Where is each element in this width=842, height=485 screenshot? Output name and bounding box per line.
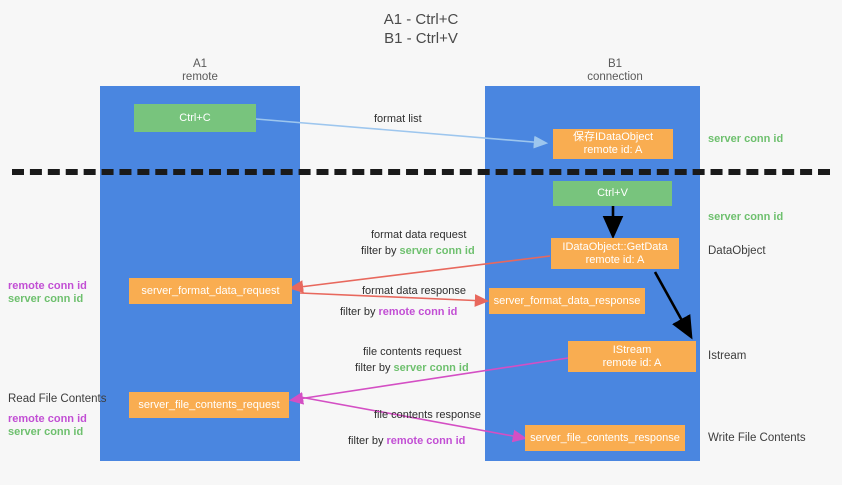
filter-prefix: filter by (355, 362, 394, 374)
lane-b1-name: B1 (607, 58, 623, 70)
lane-b1-subtitle: connection (587, 71, 643, 83)
box-ctrl-v-label: Ctrl+V (597, 187, 628, 199)
label-file-contents-request-filter: filter by server conn id (355, 361, 469, 375)
right-label-server-conn-id-mid: server conn id (708, 211, 784, 223)
box-ctrl-c[interactable]: Ctrl+C (134, 104, 256, 132)
phase-divider (12, 169, 830, 175)
left-label-server-conn-id-2: server conn id (8, 426, 84, 438)
filter-prefix: filter by (340, 306, 379, 318)
diagram-title: A1 - Ctrl+C B1 - Ctrl+V (0, 10, 842, 48)
title-line-1: A1 - Ctrl+C (383, 11, 459, 28)
right-label-server-conn-id-top: server conn id (708, 133, 784, 145)
title-line-2: B1 - Ctrl+V (384, 30, 458, 47)
box-save-idataobject-line1: 保存IDataObject (572, 131, 654, 143)
box-ctrl-v[interactable]: Ctrl+V (553, 181, 672, 206)
filter-prefix: filter by (348, 435, 387, 447)
box-server-file-contents-request-label: server_file_contents_request (138, 398, 280, 411)
label-file-contents-response: file contents response (374, 409, 482, 421)
label-file-contents-request: file contents request (363, 346, 462, 358)
lane-header-a1: A1 remote (100, 58, 300, 84)
lane-a1-subtitle: remote (182, 71, 218, 83)
left-label-read-file-contents: Read File Contents (8, 393, 107, 405)
label-format-data-response: format data response (362, 285, 466, 297)
box-server-format-data-request-label: server_format_data_request (141, 284, 280, 297)
box-server-format-data-response[interactable]: server_format_data_response (489, 288, 645, 314)
label-format-data-response-filter: filter by remote conn id (340, 305, 457, 319)
filter-key-remote-conn-id: remote conn id (386, 435, 466, 447)
filter-key-server-conn-id: server conn id (399, 245, 475, 257)
right-label-data-object: DataObject (708, 245, 766, 257)
filter-prefix: filter by (361, 245, 400, 257)
left-label-remote-conn-id-2: remote conn id (8, 413, 87, 425)
box-server-file-contents-response-label: server_file_contents_response (530, 431, 680, 444)
filter-key-remote-conn-id: remote conn id (378, 306, 458, 318)
box-istream[interactable]: IStream remote id: A (568, 341, 696, 372)
box-server-file-contents-response[interactable]: server_file_contents_response (525, 425, 685, 451)
label-format-data-request: format data request (371, 229, 467, 241)
left-label-server-conn-id-1: server conn id (8, 293, 84, 305)
box-save-idataobject[interactable]: 保存IDataObject remote id: A (553, 129, 673, 159)
box-ctrl-c-label: Ctrl+C (179, 111, 211, 124)
filter-key-server-conn-id: server conn id (393, 362, 469, 374)
box-server-format-data-response-label: server_format_data_response (493, 294, 641, 307)
box-istream-line1: IStream (612, 343, 652, 356)
left-label-remote-conn-id-1: remote conn id (8, 280, 87, 292)
right-label-istream: Istream (708, 350, 747, 362)
box-save-idataobject-line2: remote id: A (583, 144, 643, 156)
box-server-format-data-request[interactable]: server_format_data_request (129, 278, 292, 304)
box-server-file-contents-request[interactable]: server_file_contents_request (129, 392, 289, 418)
label-format-list: format list (374, 113, 422, 125)
label-file-contents-response-filter: filter by remote conn id (348, 434, 465, 448)
box-idataobject-getdata[interactable]: IDataObject::GetData remote id: A (551, 238, 679, 269)
box-idataobject-getdata-line1: IDataObject::GetData (562, 240, 668, 253)
box-istream-line2: remote id: A (602, 356, 662, 369)
box-idataobject-getdata-line2: remote id: A (585, 253, 645, 266)
lane-a1-name: A1 (192, 58, 208, 70)
right-label-write-file-contents: Write File Contents (708, 432, 806, 444)
label-format-data-request-filter: filter by server conn id (361, 244, 475, 258)
lane-header-b1: B1 connection (515, 58, 715, 84)
